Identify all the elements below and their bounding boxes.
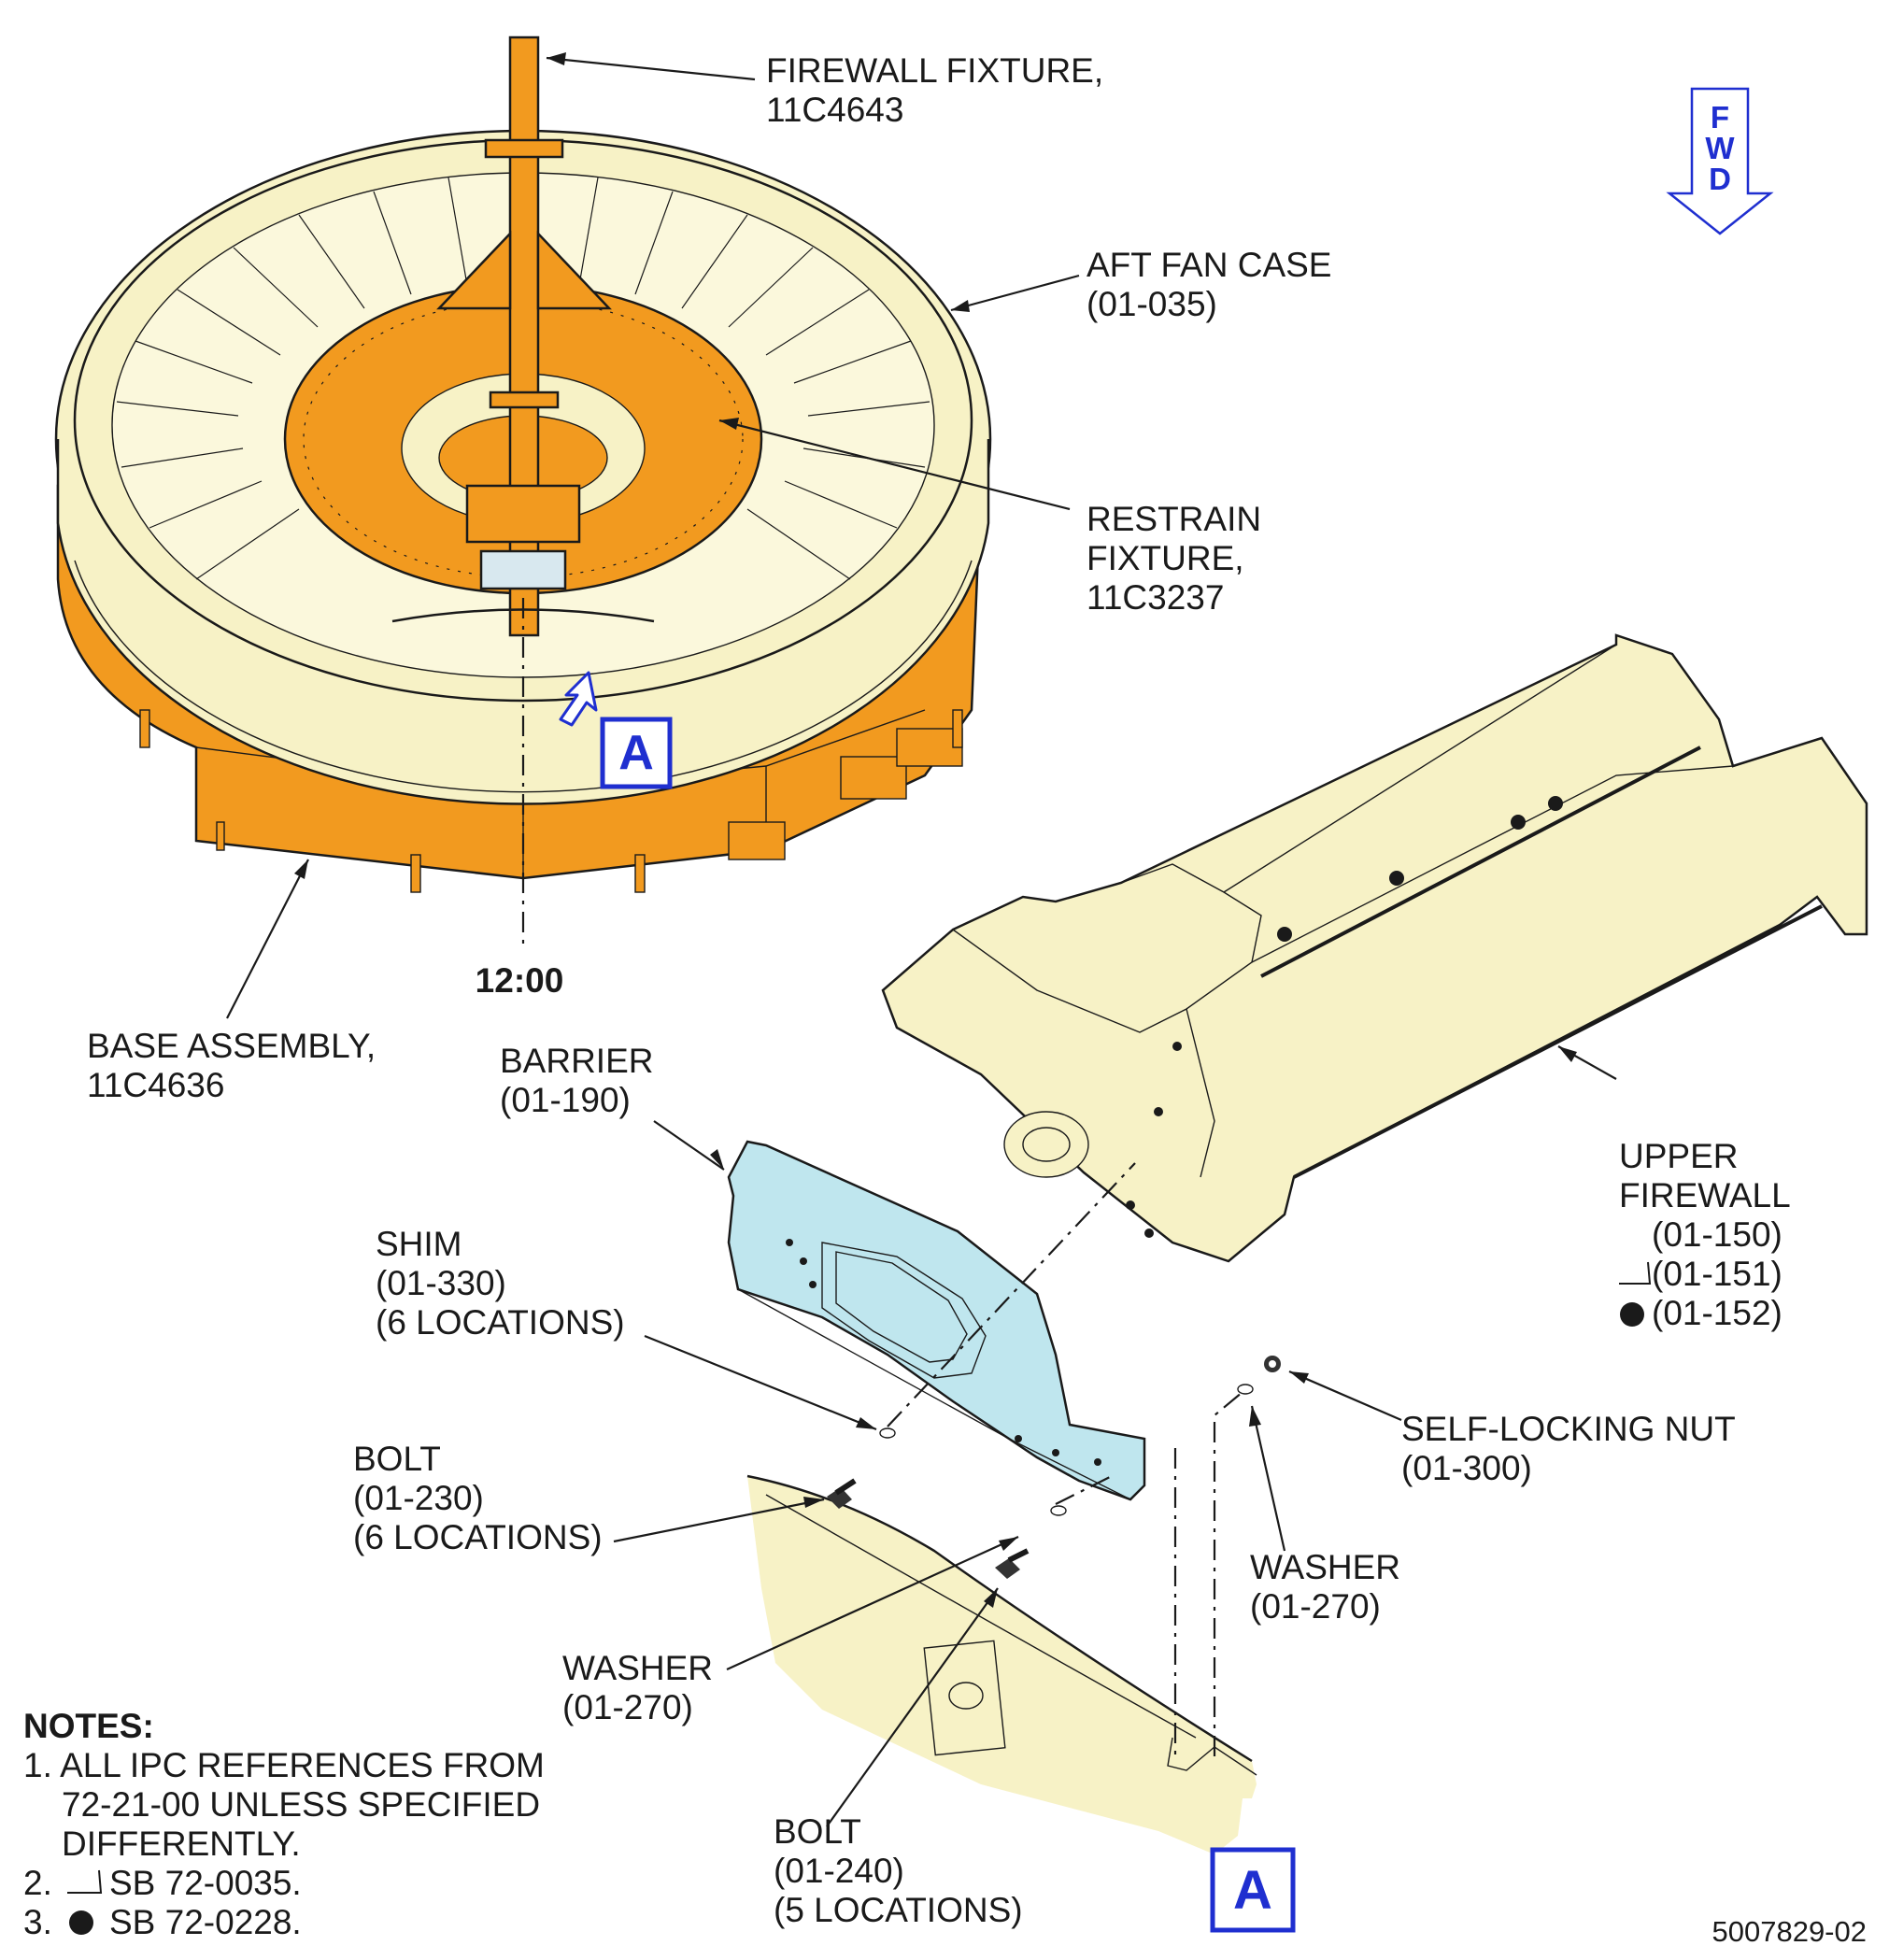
notes-block: NOTES: 1. ALL IPC REFERENCES FROM 72-21-… <box>23 1707 545 1941</box>
fwd-letter-3: D <box>1709 162 1731 196</box>
view-callout-box <box>600 717 673 789</box>
label-line: AFT FAN CASE <box>1087 246 1332 284</box>
label-line: (01-150) <box>1652 1215 1782 1254</box>
view-label-box <box>1210 1847 1296 1933</box>
view-label-letter: A <box>1233 1860 1272 1921</box>
fan-case-assembly: A <box>54 36 992 944</box>
label-line: (01-230) <box>353 1479 484 1517</box>
label-line: 11C4636 <box>87 1066 224 1104</box>
note-line: 72-21-00 UNLESS SPECIFIED <box>62 1785 540 1824</box>
view-callout-letter: A <box>618 726 654 780</box>
fastener-parts <box>827 1356 1281 1579</box>
note-line: 3. <box>23 1903 52 1941</box>
label-line: WASHER <box>562 1649 713 1687</box>
view-callout-arrow-icon <box>559 671 598 727</box>
label-line: UPPER <box>1619 1137 1738 1175</box>
label-line: (01-240) <box>774 1852 904 1890</box>
label-line: BOLT <box>353 1440 441 1478</box>
label-line: (5 LOCATIONS) <box>774 1891 1023 1929</box>
note-dot-icon <box>69 1910 93 1935</box>
leader-arrowheads <box>294 52 1577 1608</box>
label-washer-left: WASHER (01-270) <box>562 1649 713 1726</box>
label-line: FIREWALL FIXTURE, <box>766 51 1103 90</box>
label-line: (6 LOCATIONS) <box>376 1303 625 1342</box>
label-line: FIXTURE, <box>1087 539 1244 577</box>
label-line: (01-035) <box>1087 285 1217 323</box>
label-line: SHIM <box>376 1225 462 1263</box>
label-restrain-fixture: RESTRAIN FIXTURE, 11C3237 <box>1087 500 1261 617</box>
label-line: 11C3237 <box>1087 578 1224 617</box>
label-bolt-240: BOLT (01-240) (5 LOCATIONS) <box>774 1812 1023 1929</box>
barrier-shape <box>727 1140 1146 1501</box>
note-triangle-icon <box>67 1869 103 1894</box>
label-line: (01-190) <box>500 1081 631 1119</box>
label-line: 11C4643 <box>766 91 903 129</box>
label-line: (01-152) <box>1652 1294 1782 1332</box>
label-line: (01-270) <box>562 1688 693 1726</box>
label-line: BASE ASSEMBLY, <box>87 1027 376 1065</box>
label-barrier: BARRIER (01-190) <box>500 1042 653 1119</box>
label-line: (01-151) <box>1652 1255 1782 1293</box>
upper-firewall-shape <box>881 633 1868 1263</box>
label-line: BOLT <box>774 1812 861 1851</box>
label-line: RESTRAIN <box>1087 500 1261 538</box>
note-line: 2. <box>23 1864 52 1902</box>
figure-number: 5007829-02 <box>1712 1915 1868 1948</box>
label-shim: SHIM (01-330) (6 LOCATIONS) <box>376 1225 625 1342</box>
forward-arrow-icon <box>1666 87 1774 235</box>
fwd-letter-1: F <box>1711 100 1729 135</box>
label-washer-right: WASHER (01-270) <box>1250 1548 1400 1626</box>
assembly-line-washer <box>1055 1475 1113 1505</box>
note-line: SB 72-0228. <box>109 1903 302 1941</box>
label-line: BARRIER <box>500 1042 653 1080</box>
label-line: WASHER <box>1250 1548 1400 1586</box>
note-line: DIFFERENTLY. <box>62 1825 301 1863</box>
label-self-locking-nut: SELF-LOCKING NUT (01-300) <box>1401 1410 1736 1487</box>
clock-position-label: 12:00 <box>476 961 564 1000</box>
label-firewall-fixture: FIREWALL FIXTURE, 11C4643 <box>766 51 1103 129</box>
label-upper-firewall: UPPER FIREWALL (01-150) (01-151) (01-152… <box>1619 1137 1791 1332</box>
effectivity-dot-icon <box>1620 1302 1644 1327</box>
label-bolt-230: BOLT (01-230) (6 LOCATIONS) <box>353 1440 603 1556</box>
label-line: FIREWALL <box>1619 1176 1791 1214</box>
label-line: (01-300) <box>1401 1449 1532 1487</box>
fwd-letter-2: W <box>1705 131 1735 165</box>
label-aft-fan-case: AFT FAN CASE (01-035) <box>1087 246 1332 323</box>
label-base-assembly: BASE ASSEMBLY, 11C4636 <box>87 1027 376 1104</box>
note-line: SB 72-0035. <box>109 1864 302 1902</box>
leader-lines <box>226 56 1617 1827</box>
fan-case-section-shape <box>746 1474 1257 1854</box>
label-line: (6 LOCATIONS) <box>353 1518 603 1556</box>
assembly-line-vertical-right <box>1213 1391 1243 1756</box>
notes-title: NOTES: <box>23 1707 154 1745</box>
label-line: (01-270) <box>1250 1587 1381 1626</box>
label-line: SELF-LOCKING NUT <box>1401 1410 1736 1448</box>
effectivity-triangle-icon <box>1619 1261 1652 1285</box>
note-line: 1. ALL IPC REFERENCES FROM <box>23 1746 545 1784</box>
label-line: (01-330) <box>376 1264 506 1302</box>
